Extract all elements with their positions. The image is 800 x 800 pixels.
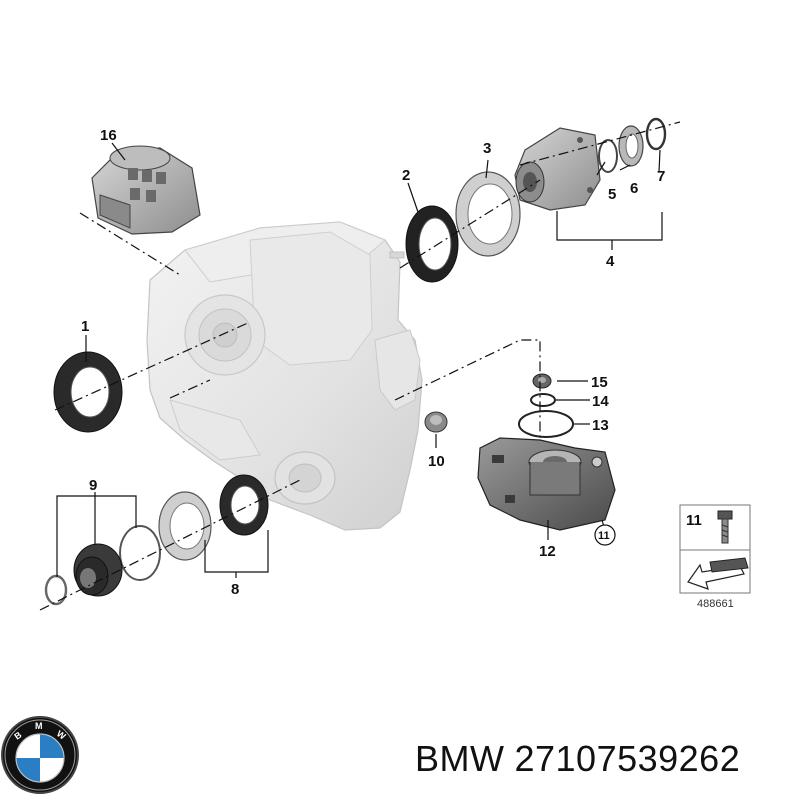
bolt-icon (717, 510, 733, 544)
callout-16: 16 (100, 127, 117, 144)
arrow-icon (687, 557, 749, 590)
callout-14: 14 (592, 393, 609, 410)
callout-12: 12 (539, 543, 556, 560)
brand-name: BMW (415, 738, 505, 779)
callout-13: 13 (592, 417, 609, 434)
bmw-logo-letter-m: M (35, 721, 43, 731)
callout-5: 5 (608, 186, 616, 203)
part-9-ring (119, 525, 161, 581)
part-1-front-seal (53, 351, 123, 433)
part-8-seal (219, 474, 269, 536)
transfer-case-housing (146, 221, 423, 531)
part-15-plug (532, 373, 552, 389)
callout-10: 10 (428, 453, 445, 470)
bmw-logo-letter-b: B (12, 729, 23, 741)
diagram-reference-number: 488661 (697, 598, 734, 610)
part-5-ring (598, 139, 618, 173)
callout-9: 9 (89, 477, 97, 494)
part-12-actuator-module (477, 437, 616, 531)
part-16-actuator-sleeve (91, 145, 201, 235)
callout-3: 3 (483, 140, 491, 157)
part-7-circlip (645, 117, 667, 151)
callout-labels: 16 1 2 3 5 6 7 4 15 14 13 10 12 8 9 11 (81, 127, 665, 598)
inset-number: 11 (686, 512, 702, 529)
part-9-bearing (73, 543, 123, 597)
callout-6: 6 (630, 180, 638, 197)
part-number: 27107539262 (514, 738, 741, 779)
callout-4: 4 (606, 253, 615, 270)
callout-11-circle (594, 524, 616, 546)
bmw-logo: B M W (1, 716, 79, 794)
part-9-snap-ring (44, 574, 68, 606)
part-6-washer (618, 125, 644, 167)
part-2-shaft-seal (405, 205, 459, 283)
callout-8: 8 (231, 581, 239, 598)
inset-bolt-box: 11 (679, 504, 751, 594)
callout-2: 2 (402, 167, 410, 184)
part-4-output-flange (514, 127, 601, 211)
callout-7: 7 (657, 168, 665, 185)
leader-lines (56, 142, 663, 578)
part-13-o-ring (518, 410, 574, 438)
part-10-screw-plug (424, 411, 448, 433)
part-8-ring (158, 491, 212, 561)
alignment-axes (39, 121, 681, 611)
callout-1: 1 (81, 318, 89, 335)
part-14-sealing-ring (530, 393, 556, 407)
callout-11-circled: 11 (598, 530, 610, 542)
callout-15: 15 (591, 374, 608, 391)
part-3-cover-ring (455, 171, 521, 257)
